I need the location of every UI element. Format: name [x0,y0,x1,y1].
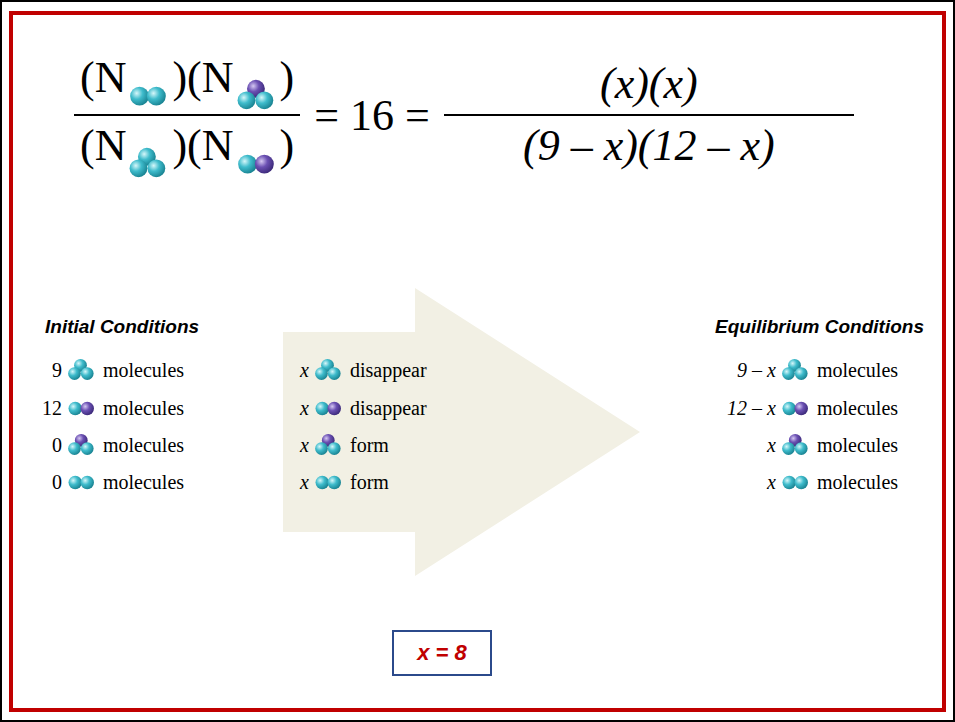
row-text: form [350,470,389,494]
fraction-right: (x)(x) (9 – x)(12 – x) [444,58,854,172]
fraction-left: (N )(N) (N )(N) [74,52,300,178]
molecule-icon [236,146,278,178]
molecule-count: 12 [42,396,62,420]
row-text: molecules [103,433,184,457]
row-text: molecules [103,358,184,382]
molecule-count: x [767,433,776,457]
row-text: molecules [817,470,898,494]
molecule-icon [315,434,341,455]
row-text: disappear [350,358,427,382]
molecule-count: 0 [52,470,62,494]
row-text: form [350,433,389,457]
molecule-icon [316,402,342,416]
molecule-count: 12 – x [727,396,776,420]
molecule-icon [315,359,341,380]
molecule-icon [783,476,809,490]
molecule-icon [69,402,95,416]
equation-text: ) [280,121,295,170]
change-amount: x [300,433,309,457]
molecule-icon [128,146,170,178]
fraction-numerator: (N )(N) [74,52,300,114]
change-amount: x [300,470,309,494]
equation-text: = 16 = [314,90,430,141]
molecule-count: 9 [52,358,62,382]
equation: (N )(N) (N )(N) = 16 = (x)(x) (9 – x)(12 –… [74,52,854,178]
result-text: x = 8 [417,640,467,666]
equation-text: (x)(x) [444,58,854,114]
row-text: molecules [103,396,184,420]
equation-text: ) [280,53,295,102]
fraction-bar [74,114,300,116]
molecule-count: 9 – x [737,358,776,382]
molecule-icon [782,359,808,380]
molecule-count: 0 [52,433,62,457]
row-text: molecules [817,433,898,457]
column-heading: Equilibrium Conditions [715,315,924,339]
molecule-icon [783,402,809,416]
row-text: molecules [817,358,898,382]
result-box: x = 8 [392,630,492,676]
row-text: molecules [103,470,184,494]
fraction-denominator: (N )(N) [74,116,300,178]
molecule-icon [68,434,94,455]
change-amount: x [300,396,309,420]
equation-text: (N [80,53,126,102]
molecule-icon [782,434,808,455]
molecule-icon [128,78,170,110]
column-heading: Initial Conditions [45,315,199,339]
row-text: molecules [817,396,898,420]
equation-text: (9 – x)(12 – x) [444,116,854,172]
reaction-arrow [283,288,640,576]
row-text: disappear [350,396,427,420]
change-amount: x [300,358,309,382]
equation-text: )(N [172,121,233,170]
molecule-icon [236,78,278,110]
molecule-icon [68,359,94,380]
molecule-icon [316,476,342,490]
molecule-count: x [767,470,776,494]
fraction-bar [444,114,854,116]
molecule-icon [69,476,95,490]
equation-text: )(N [172,53,233,102]
equation-text: (N [80,121,126,170]
